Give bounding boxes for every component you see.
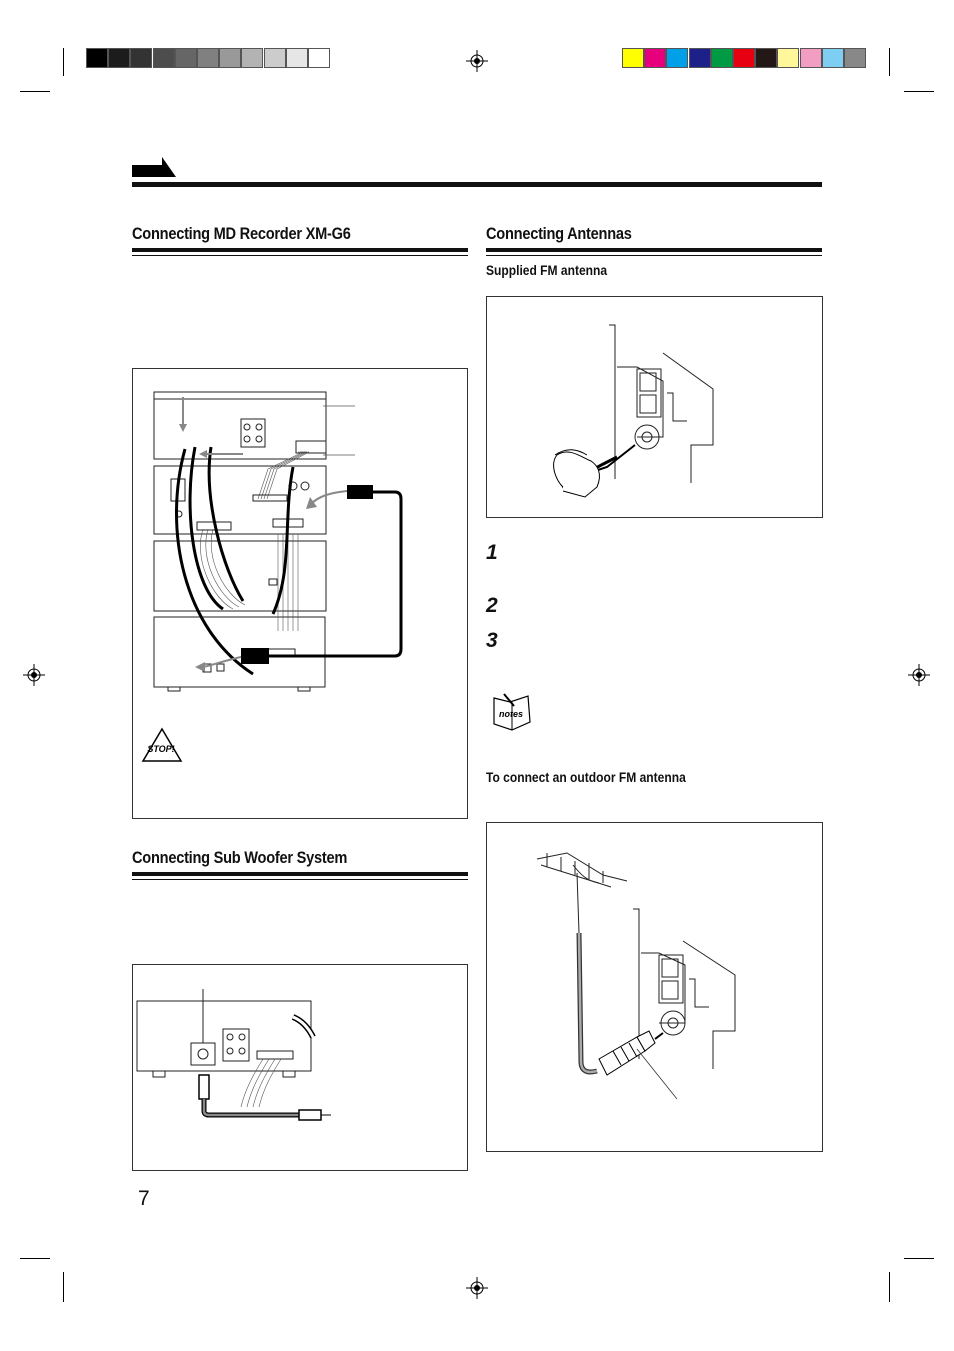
registration-target-icon xyxy=(466,1277,488,1299)
section-rule xyxy=(132,248,468,252)
color-swatch xyxy=(821,48,844,68)
svg-text:notes: notes xyxy=(499,709,523,719)
section-rule xyxy=(132,255,468,256)
gray-swatch xyxy=(285,48,308,68)
gray-swatch xyxy=(263,48,286,68)
gray-swatch xyxy=(197,48,219,68)
crop-mark xyxy=(63,1272,64,1302)
gray-swatch xyxy=(108,48,131,68)
outdoor-antenna-connection-diagram xyxy=(536,852,736,1100)
crop-mark xyxy=(20,1258,50,1259)
registration-target-icon xyxy=(23,664,45,686)
color-swatch xyxy=(710,48,733,68)
section-title-sub-woofer: Connecting Sub Woofer System xyxy=(132,848,348,867)
registration-target-icon xyxy=(466,50,488,72)
crop-mark xyxy=(904,1258,934,1259)
step-number-1: 1 xyxy=(486,541,498,564)
header-rule xyxy=(132,182,822,187)
gray-swatch xyxy=(308,48,330,68)
color-swatch xyxy=(844,48,866,68)
step-number-2: 2 xyxy=(486,594,498,617)
color-swatch xyxy=(777,48,800,68)
color-swatch xyxy=(799,48,822,68)
section-rule xyxy=(132,879,468,880)
color-swatch xyxy=(644,48,667,68)
step-number-3: 3 xyxy=(486,629,498,652)
gray-swatch xyxy=(130,48,153,68)
fm-antenna-diagram-box xyxy=(486,296,823,518)
notes-icon: notes xyxy=(493,693,531,731)
section-title-antennas: Connecting Antennas xyxy=(486,224,632,243)
svg-text:STOP!: STOP! xyxy=(147,744,174,754)
md-recorder-connection-diagram xyxy=(153,391,403,692)
gray-swatch xyxy=(152,48,175,68)
crop-mark xyxy=(20,91,50,92)
section-rule xyxy=(486,248,822,252)
subsection-supplied-fm-antenna: Supplied FM antenna xyxy=(486,262,608,278)
md-recorder-diagram-box xyxy=(132,368,468,819)
color-swatch xyxy=(666,48,689,68)
section-title-md-recorder: Connecting MD Recorder XM-G6 xyxy=(132,224,351,243)
registration-target-icon xyxy=(908,664,930,686)
crop-mark xyxy=(63,48,64,76)
gray-swatch xyxy=(174,48,197,68)
subsection-outdoor-fm-antenna: To connect an outdoor FM antenna xyxy=(486,769,686,785)
outdoor-antenna-diagram-box xyxy=(486,822,823,1152)
header-arrow-icon xyxy=(132,157,176,177)
sub-woofer-diagram-box xyxy=(132,964,468,1171)
crop-mark xyxy=(904,91,934,92)
gray-swatch xyxy=(219,48,242,68)
fm-antenna-connection-diagram xyxy=(553,324,714,498)
sub-woofer-connection-diagram xyxy=(136,989,331,1121)
color-swatch xyxy=(733,48,755,68)
page-number: 7 xyxy=(138,1187,150,1210)
color-swatch xyxy=(622,48,644,68)
stop-icon: STOP! xyxy=(141,727,183,762)
color-swatch xyxy=(688,48,711,68)
crop-mark xyxy=(889,48,890,76)
gray-swatch xyxy=(241,48,264,68)
crop-mark xyxy=(889,1272,890,1302)
section-rule xyxy=(132,872,468,876)
color-swatch xyxy=(755,48,778,68)
gray-swatch xyxy=(86,48,108,68)
section-rule xyxy=(486,255,822,256)
